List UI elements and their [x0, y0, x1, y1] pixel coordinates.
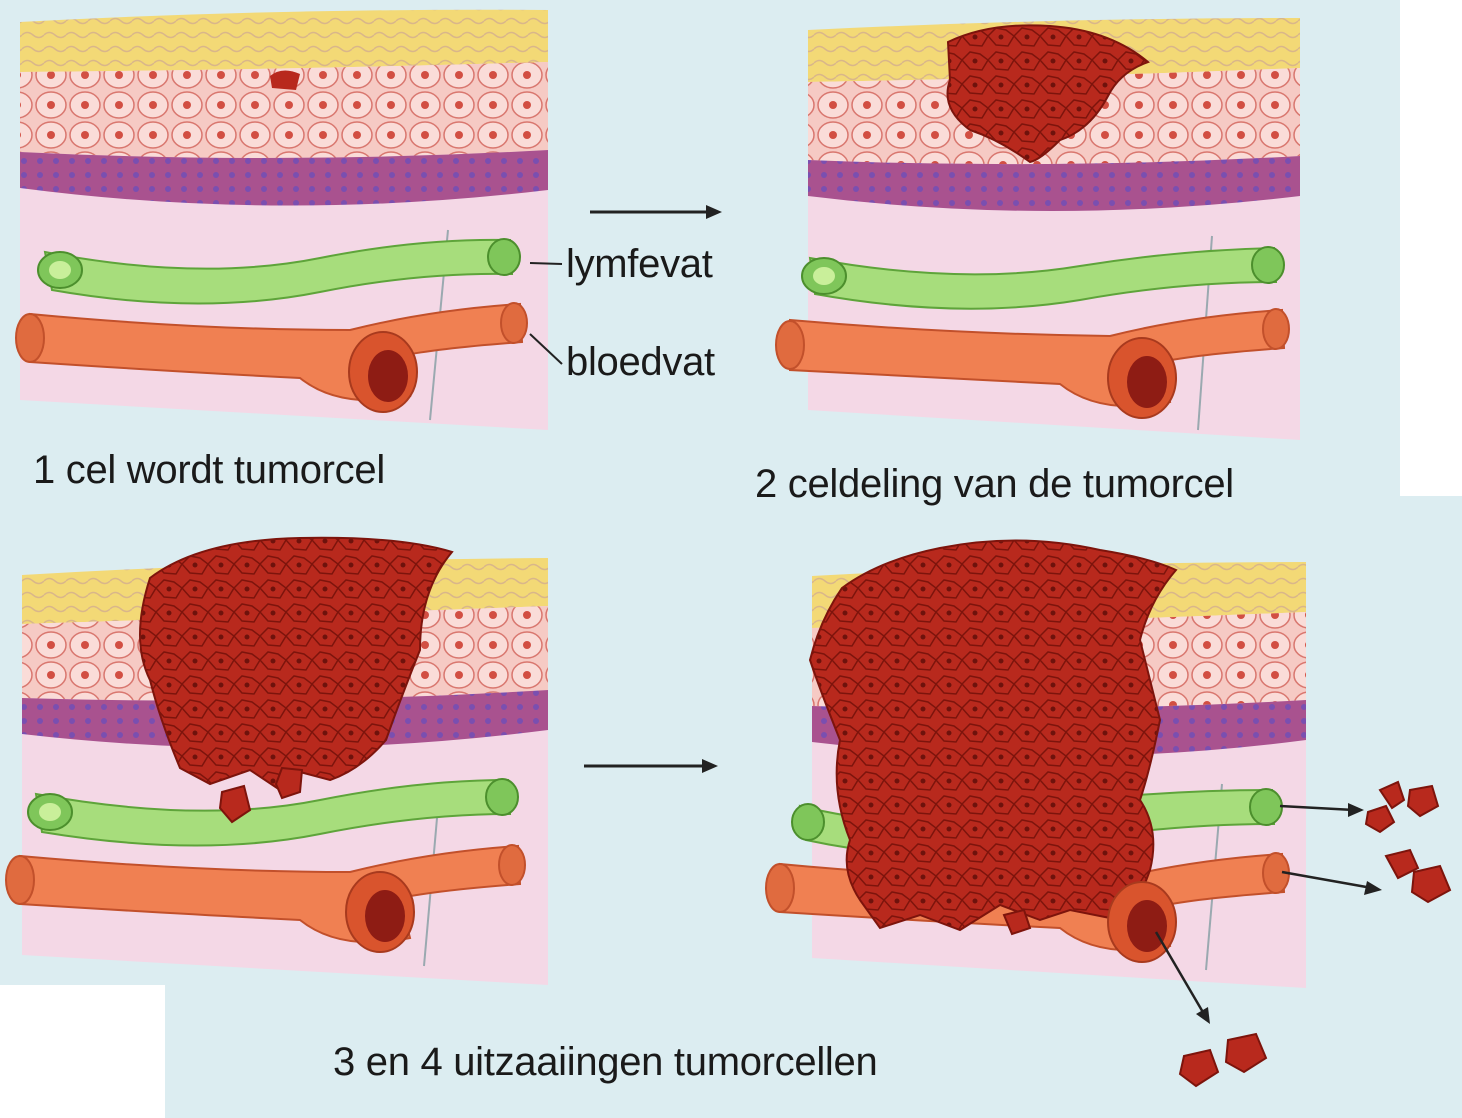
caption-stage-3-4: 3 en 4 uitzaaiingen tumorcellen — [333, 1040, 877, 1085]
panel-4-tumor-mass — [810, 540, 1176, 934]
caption-stage-2: 2 celdeling van de tumorcel — [755, 462, 1234, 507]
blood-vessel-label: bloedvat — [566, 340, 715, 385]
caption-stage-1: 1 cel wordt tumorcel — [33, 448, 385, 493]
lymph-vessel-label: lymfevat — [566, 242, 713, 287]
background-corner — [0, 985, 165, 1118]
